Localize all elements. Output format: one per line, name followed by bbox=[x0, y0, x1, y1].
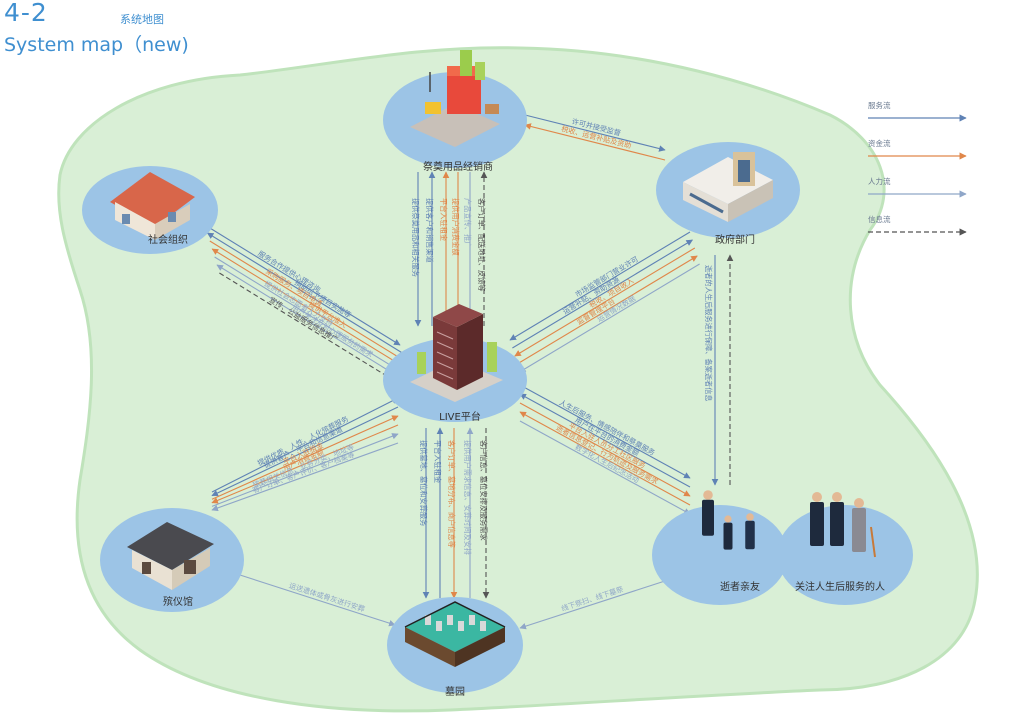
flow-label: 客户信息、墓位安排及服务需求 bbox=[479, 440, 488, 541]
flow-label: 提供用户消费金额 bbox=[451, 198, 460, 256]
flow-arrow bbox=[519, 579, 669, 630]
flow-cem-plat-3: 提供用户需求信息、安葬时间及安排 bbox=[463, 427, 474, 598]
flow-arrow bbox=[239, 574, 396, 627]
flow-arrow bbox=[512, 239, 693, 349]
flow-arrow bbox=[206, 232, 403, 354]
flow-gov-family: 逝者的人生后服务进行保障、备案逝者信息 bbox=[704, 254, 734, 486]
node-label: 殡仪馆 bbox=[163, 595, 193, 608]
flow-arrow bbox=[524, 123, 666, 161]
flow-arrow bbox=[211, 397, 399, 493]
flow-arrow bbox=[519, 420, 691, 515]
flow-arrow bbox=[211, 248, 408, 370]
shop-building-icon bbox=[410, 50, 500, 147]
node-label: LIVE平台 bbox=[439, 410, 481, 423]
flow-label: 平台入驻租金 bbox=[433, 440, 442, 483]
legend-label: 服务流 bbox=[868, 100, 891, 110]
flow-sup_plat_6: 客户订单、配送地址、反馈等 bbox=[477, 171, 488, 326]
flow-arrow bbox=[216, 264, 413, 386]
flow-arrow bbox=[214, 256, 411, 378]
node-cemetery: 墓园 bbox=[387, 597, 523, 698]
flow-label: 逝者的人生后服务进行保障、备案逝者信息 bbox=[704, 265, 713, 402]
legend-item-service: 服务流 bbox=[868, 100, 967, 122]
flow-label: 产品宣传、推广 bbox=[463, 198, 472, 248]
node-label: 逝者亲友 bbox=[720, 580, 760, 593]
node-funeral: 殡仪馆 bbox=[100, 508, 244, 612]
flow-arrow bbox=[519, 263, 700, 373]
flow-label: 客户订单、配送地址、反馈等 bbox=[477, 198, 486, 291]
legend-item-money: 资金流 bbox=[868, 138, 967, 160]
government-building-icon bbox=[683, 152, 773, 222]
node-social: 社会组织 bbox=[82, 166, 218, 254]
orange-house-icon bbox=[110, 172, 195, 240]
flow-arrow bbox=[219, 272, 415, 394]
flow-arrow bbox=[519, 411, 691, 506]
flow-label: 提供用户需求信息、安葬时间及安排 bbox=[463, 440, 472, 555]
flow-sup_plat_3: 平台入驻租金 bbox=[439, 171, 450, 326]
flow-arrow bbox=[516, 255, 698, 365]
flow-arrow bbox=[211, 433, 399, 507]
flow-arrow bbox=[514, 247, 696, 357]
flow-sup_plat_1: 提供祭奠用品和相关服务 bbox=[411, 172, 422, 327]
flow-label: 提供祭奠用品和相关服务 bbox=[411, 198, 420, 277]
node-label: 政府部门 bbox=[715, 233, 755, 246]
section-subtitle: 系统地图 bbox=[120, 13, 164, 26]
section-number: 4-2 bbox=[4, 0, 48, 27]
flow-cem-plat-4: 客户信息、墓位安排及服务需求 bbox=[479, 428, 490, 599]
flow-sup_plat_5: 产品宣传、推广 bbox=[463, 172, 474, 327]
office-tower-icon bbox=[410, 304, 503, 402]
node-supplier: 祭奠用品经销商 bbox=[383, 50, 527, 173]
flow-label: 平台入驻租金 bbox=[439, 198, 448, 241]
flow-sup_plat_4: 提供用户消费金额 bbox=[451, 172, 462, 327]
flow-cem-plat-0: 提供墓地、墓位和安葬服务 bbox=[419, 428, 430, 599]
flow-label: 客户订单、墓地分布、商户信息等 bbox=[447, 440, 456, 548]
flow-arrow bbox=[211, 424, 399, 504]
node-label: 社会组织 bbox=[148, 233, 188, 246]
flow-arrow bbox=[211, 442, 399, 512]
node-label: 祭奠用品经销商 bbox=[423, 160, 493, 173]
funeral-hall-icon bbox=[127, 522, 214, 590]
flow-arrow bbox=[211, 415, 399, 500]
legend-label: 信息流 bbox=[868, 214, 891, 224]
legend-item-info: 信息流 bbox=[868, 214, 967, 236]
flow-sup_plat_2: 提供客户和销售渠道 bbox=[425, 171, 436, 326]
flow-arrow bbox=[209, 240, 406, 362]
flow-arrow bbox=[211, 406, 399, 497]
flow-arrow bbox=[204, 224, 401, 346]
cemetery-icon bbox=[404, 601, 506, 667]
node-platform: LIVE平台 bbox=[383, 304, 527, 423]
flow-arrow bbox=[519, 402, 691, 497]
node-family: 逝者亲友 bbox=[652, 490, 788, 605]
flow-cem-plat-2: 客户订单、墓地分布、商户信息等 bbox=[447, 428, 458, 599]
flow-label: 提供墓地、墓位和安葬服务 bbox=[419, 440, 428, 526]
node-gov: 政府部门 bbox=[656, 142, 800, 246]
people-group-icon bbox=[810, 492, 876, 558]
page-title: System map（new) bbox=[4, 34, 189, 56]
flow-cem-plat-1: 平台入驻租金 bbox=[433, 427, 444, 598]
flow-arrow bbox=[509, 231, 691, 341]
legend-label: 资金流 bbox=[868, 138, 891, 148]
legend-label: 人力流 bbox=[868, 176, 891, 186]
flow-label: 提供客户和销售渠道 bbox=[425, 198, 434, 263]
legend-item-people: 人力流 bbox=[868, 176, 967, 198]
node-care: 关注人生后服务的人 bbox=[777, 492, 913, 605]
mourners-icon bbox=[702, 490, 755, 550]
flow-arrow bbox=[524, 114, 666, 152]
node-label: 墓园 bbox=[445, 685, 465, 698]
flow-arrow bbox=[519, 393, 691, 488]
node-label: 关注人生后服务的人 bbox=[795, 580, 885, 593]
flow-arrow bbox=[519, 384, 691, 479]
